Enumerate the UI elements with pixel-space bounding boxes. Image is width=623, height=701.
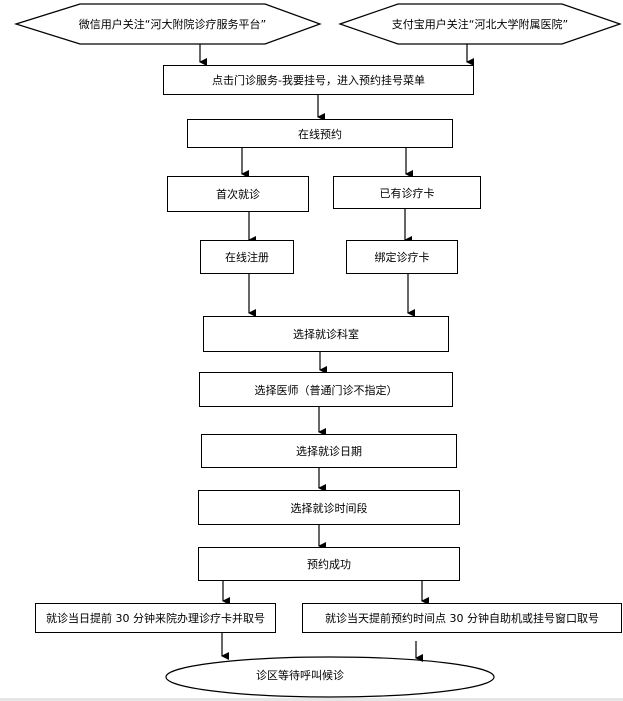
online-booking-step: 在线预约 — [187, 119, 453, 148]
bind-card-step: 绑定诊疗卡 — [346, 240, 458, 274]
start-alipay-label: 支付宝用户关注“河北大学附属医院” — [391, 18, 569, 31]
has-card-step: 已有诊疗卡 — [333, 176, 481, 209]
end-shape — [165, 656, 495, 698]
select-time-step: 选择就诊时间段 — [198, 490, 460, 525]
select-doctor-step: 选择医师（普通门诊不指定） — [199, 372, 453, 407]
select-department-step: 选择就诊科室 — [203, 316, 449, 352]
bottom-edge — [0, 698, 623, 701]
menu-step: 点击门诊服务-我要挂号，进入预约挂号菜单 — [163, 65, 474, 95]
start-alipay-shape — [338, 3, 622, 45]
booking-success-step: 预约成功 — [198, 547, 460, 581]
first-visit-step: 首次就诊 — [167, 176, 309, 212]
start-wechat-label: 微信用户关注“河大附院诊疗服务平台” — [78, 18, 267, 31]
online-register-step: 在线注册 — [200, 240, 294, 274]
select-date-step: 选择就诊日期 — [201, 434, 457, 468]
left-pickup-step: 就诊当日提前 30 分钟来院办理诊疗卡并取号 — [35, 603, 276, 633]
end-label: 诊区等待呼叫候诊 — [256, 669, 344, 682]
right-pickup-step: 就诊当天提前预约时间点 30 分钟自助机或挂号窗口取号 — [302, 603, 622, 633]
start-wechat-shape — [13, 3, 322, 45]
